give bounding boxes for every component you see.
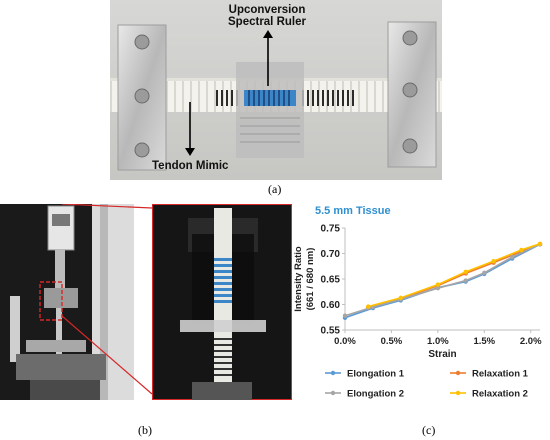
data-point	[366, 304, 371, 309]
y-tick-label: 0.70	[321, 249, 341, 260]
legend-label: Relaxation 1	[472, 369, 529, 380]
tendon-mimic-annotation: Tendon Mimic	[152, 160, 229, 172]
data-point	[519, 247, 524, 253]
legend-label: Relaxation 2	[472, 389, 528, 400]
x-tick-label: 0.5%	[381, 336, 403, 347]
series-line	[368, 243, 541, 309]
data-point	[537, 241, 543, 247]
data-point	[491, 258, 496, 264]
data-point	[463, 269, 468, 275]
caption-b: (b)	[138, 423, 152, 437]
spectral-ruler-annotation: Upconversion Spectral Ruler	[228, 4, 306, 28]
y-axis-label: Intensity Ratio	[293, 246, 304, 312]
legend-marker	[455, 370, 461, 376]
legend-marker	[455, 390, 461, 396]
data-point	[509, 254, 515, 260]
caption-c: (c)	[422, 423, 436, 437]
y-tick-label: 0.60	[321, 300, 341, 311]
legend-marker	[330, 370, 336, 376]
chart-axes: 0.55 0.60 0.65 0.70 0.75 0.0% 0.5% 1.0% 1.5% 2.0%…	[293, 224, 542, 361]
y-tick-label: 0.65	[321, 275, 341, 286]
y-axis-label: (661 / 680 nm)	[305, 248, 316, 311]
chart-series	[342, 241, 543, 320]
x-tick-label: 1.5%	[473, 336, 495, 347]
x-tick-label: 1.0%	[427, 336, 449, 347]
zoomed-ruler-photo	[152, 204, 292, 400]
legend-label: Elongation 2	[347, 389, 404, 400]
data-point	[398, 295, 403, 301]
zoom-connector-lines	[62, 204, 153, 395]
x-tick-label: 0.0%	[334, 336, 356, 347]
series-line	[344, 243, 541, 317]
tendon-mimic-photo	[110, 0, 442, 180]
data-point	[463, 278, 468, 283]
y-tick-label: 0.75	[321, 224, 341, 235]
chart-legend: Elongation 1 Relaxation 1 Elongation 2 Rela…	[325, 369, 529, 400]
x-axis-label: Strain	[428, 349, 456, 360]
chart-title: 5.5 mm Tissue	[315, 205, 391, 217]
legend-label: Elongation 1	[347, 369, 405, 380]
x-tick-label: 2.0%	[520, 336, 542, 347]
series-line	[368, 243, 541, 308]
data-point	[435, 285, 441, 291]
y-tick-label: 0.55	[321, 326, 341, 337]
legend-marker	[330, 390, 336, 396]
test-rig-photo	[0, 204, 134, 400]
intensity-ratio-chart: 0.55 0.60 0.65 0.70 0.75 0.0% 0.5% 1.0% 1.5% 2.0%…	[293, 224, 543, 400]
data-point	[435, 282, 441, 287]
data-point	[342, 313, 348, 318]
data-point	[482, 270, 487, 276]
caption-a: (a)	[268, 182, 282, 196]
